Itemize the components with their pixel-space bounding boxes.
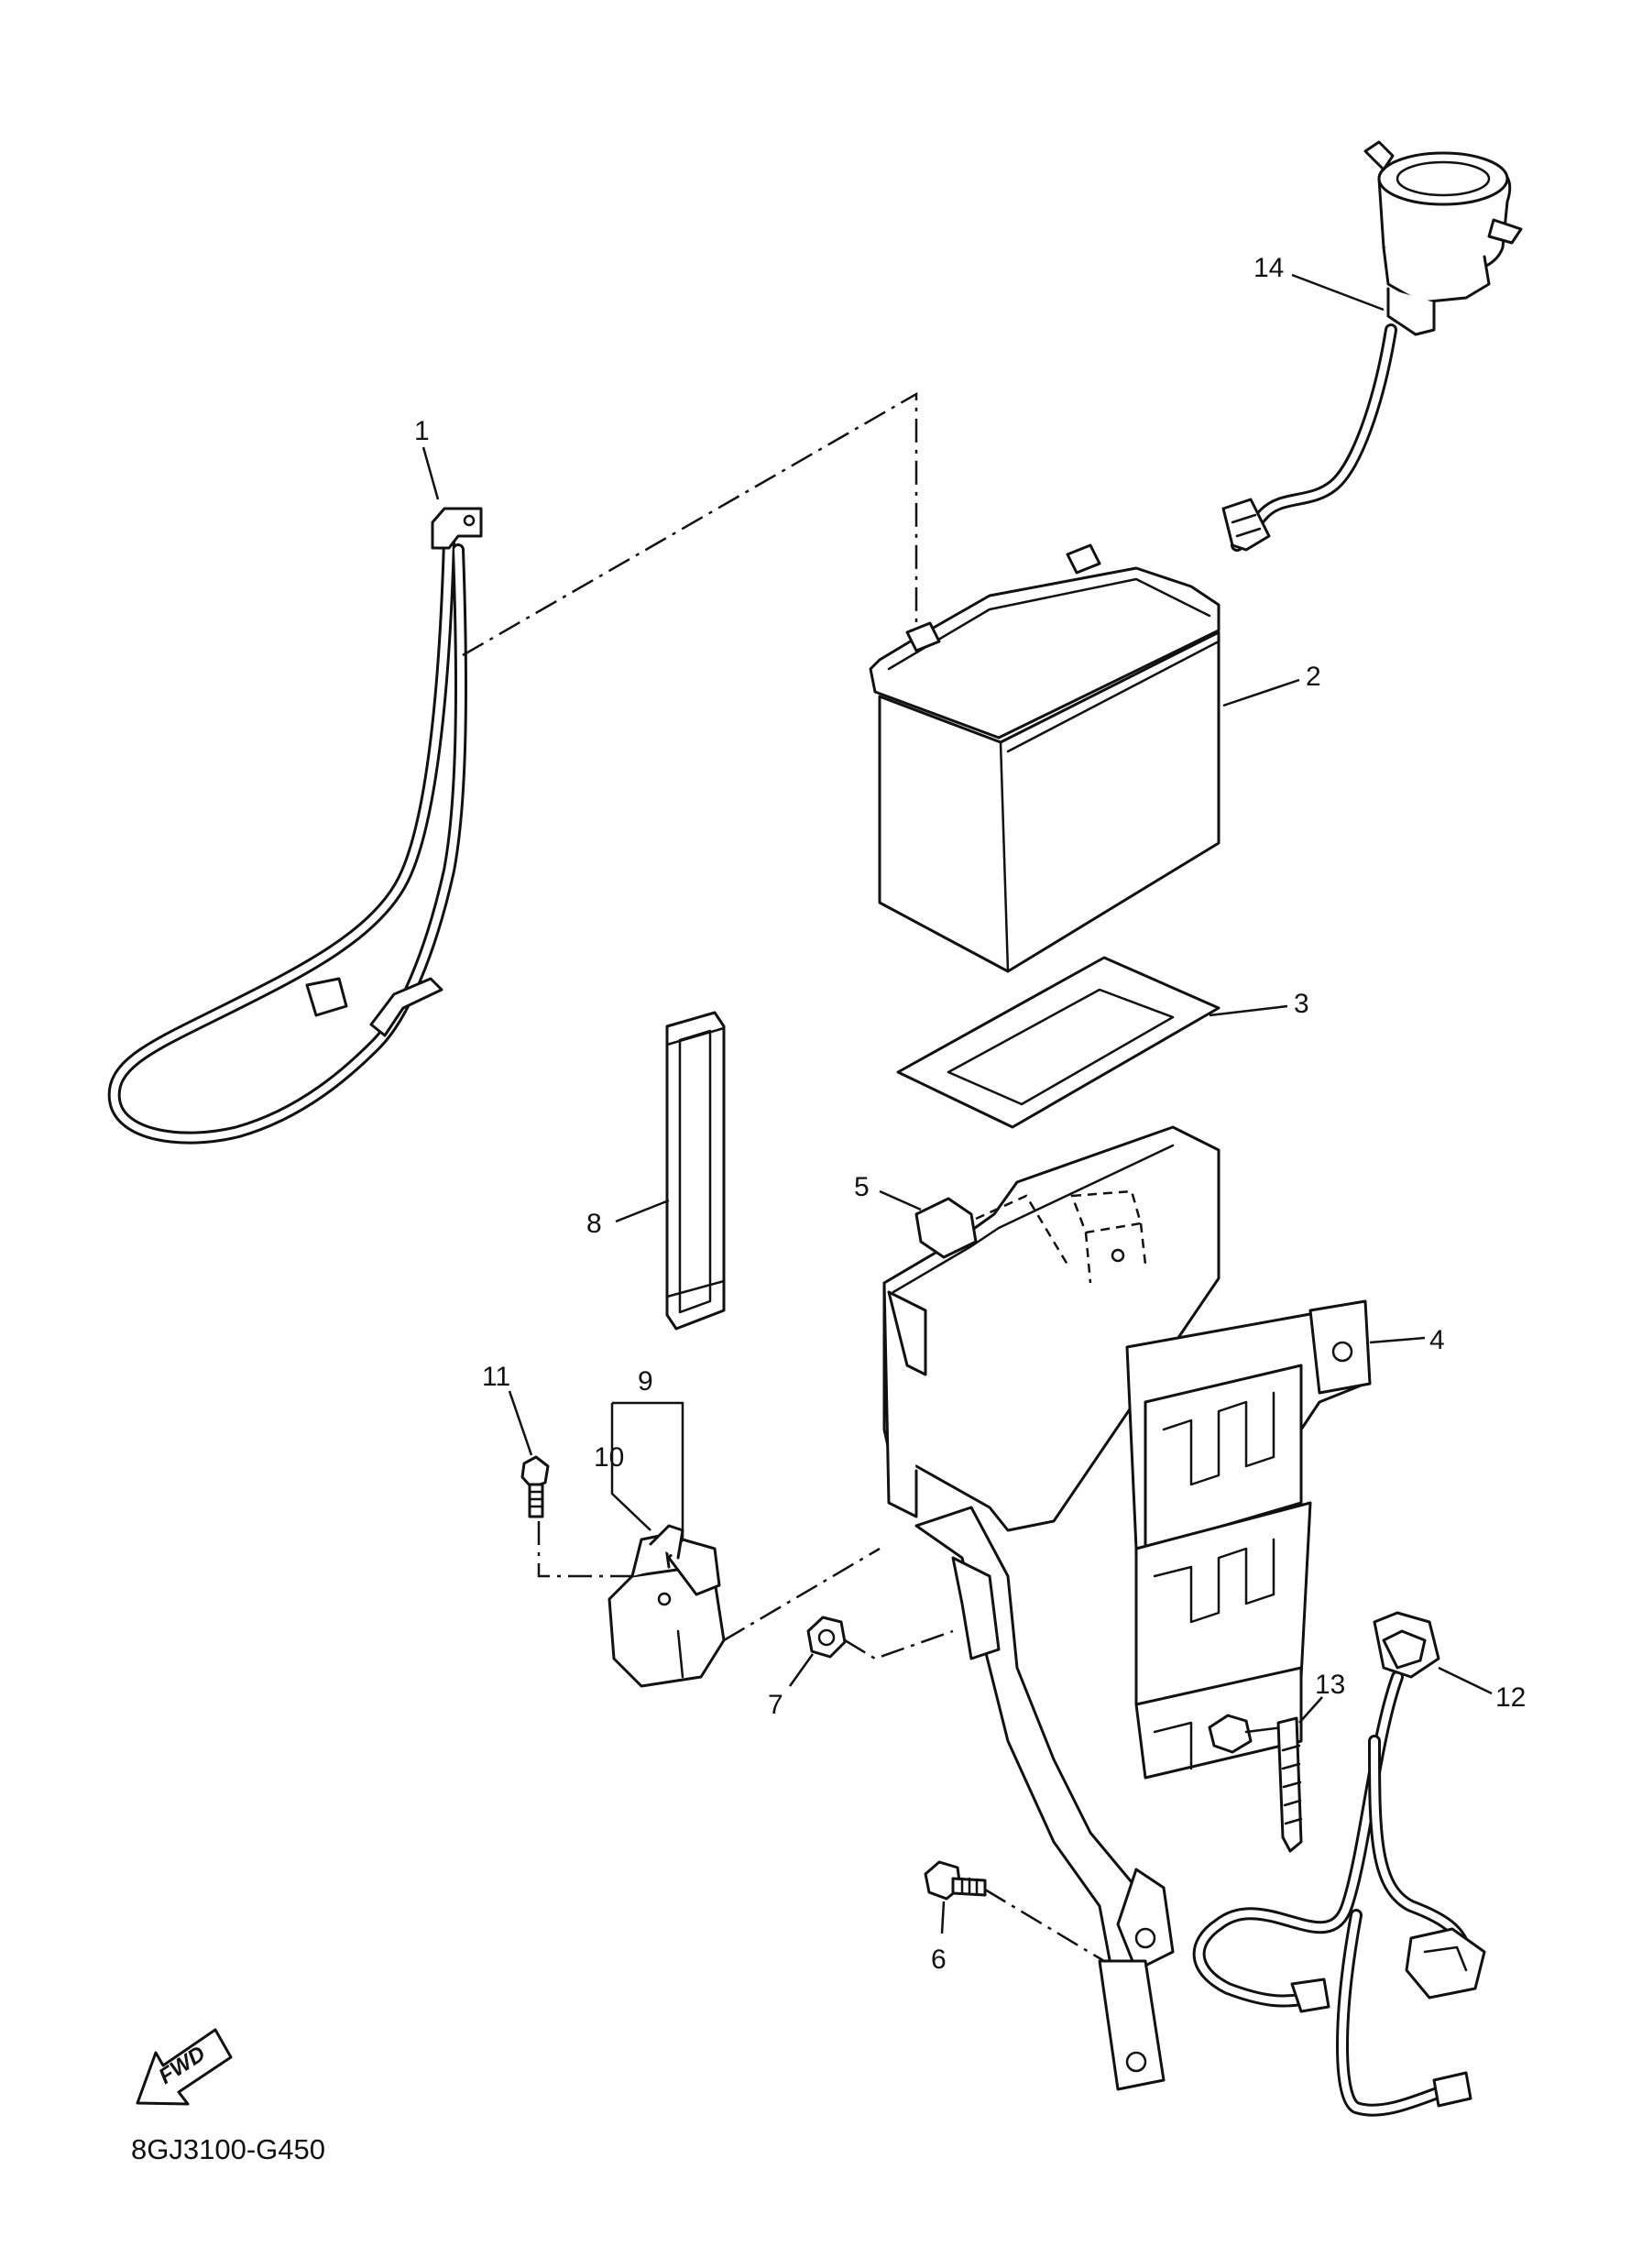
bolt-part-11[interactable] [520,1455,550,1518]
callout-6: 6 [931,1945,947,1975]
callout-11: 11 [482,1362,510,1392]
diagram-code: 8GJ3100-G450 [131,2133,325,2165]
callout-12: 12 [1495,1682,1526,1713]
bolt-part-6[interactable] [924,1860,987,1901]
fwd-arrow-icon: FWD [136,2028,233,2106]
battery-band-part-8[interactable] [665,1011,726,1331]
cable-tie-part-13[interactable] [1208,1714,1303,1853]
battery-part-2[interactable] [869,543,1221,973]
starter-relay-part-9[interactable] [608,1524,726,1688]
battery-bracket-part-4[interactable] [882,1125,1372,2091]
nut-part-7[interactable] [806,1616,847,1659]
callout-4: 4 [1429,1325,1445,1355]
callout-14: 14 [1253,253,1284,283]
battery-cable-part-1[interactable] [107,507,483,1145]
sub-harness-part-12[interactable] [1192,1611,1486,2117]
callout-1: 1 [414,416,430,446]
dc-socket-part-14[interactable] [1221,140,1523,552]
callout-7: 7 [768,1690,783,1720]
callout-2: 2 [1306,662,1321,692]
callout-8: 8 [586,1209,602,1239]
callout-13: 13 [1315,1670,1345,1700]
callout-10: 10 [594,1442,624,1473]
callout-9: 9 [638,1366,653,1397]
clip-part-5[interactable] [914,1197,978,1259]
callout-3: 3 [1294,989,1309,1019]
battery-pad-part-3[interactable] [896,956,1221,1129]
callout-5: 5 [854,1172,870,1202]
